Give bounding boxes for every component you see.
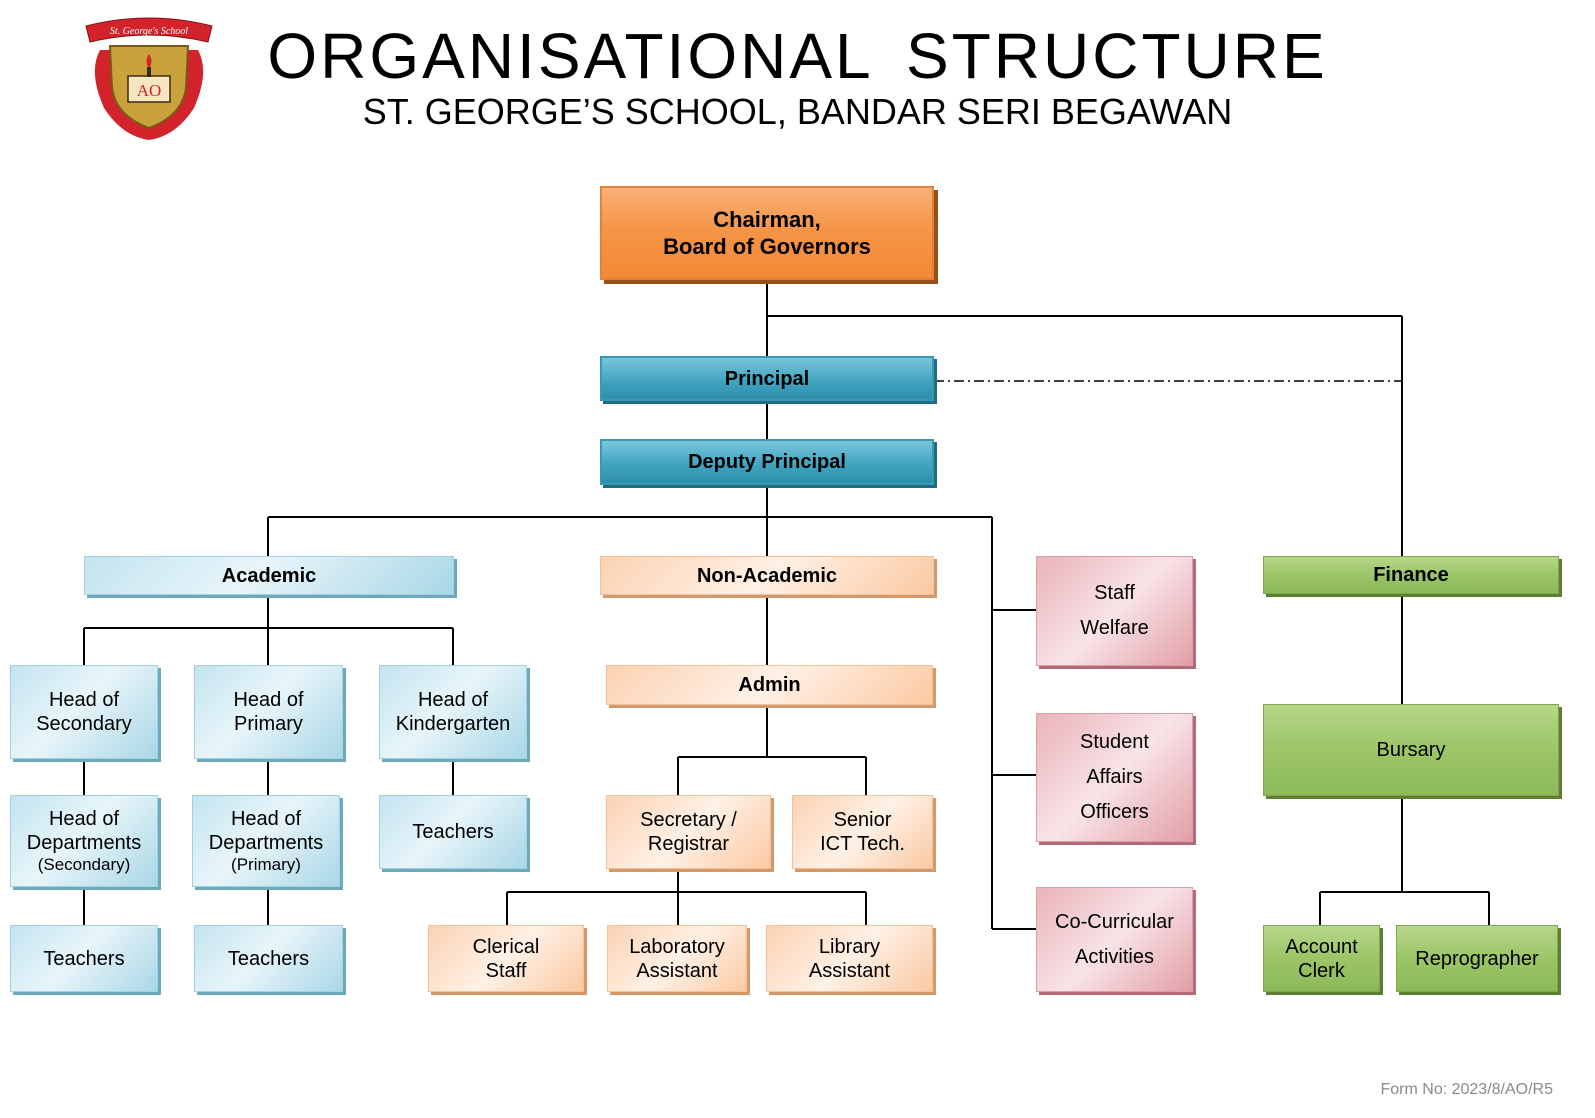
node-teachers-primary-label: Teachers [227, 947, 310, 970]
crest-ribbon-text: BRUNEI DARUSSALAM [115, 40, 182, 46]
node-secretary-registrar: Secretary / Registrar [606, 795, 771, 869]
node-deputy-principal-label: Deputy Principal [688, 451, 846, 473]
node-head-primary-line-1: Head of [233, 689, 304, 711]
node-teachers-kindergarten-label: Teachers [412, 821, 494, 843]
node-academic: Academic [84, 556, 454, 595]
crest-torch-icon [146, 54, 152, 68]
node-student-affairs-line-2: Affairs [1086, 766, 1143, 788]
node-chairman: Chairman, Board of Governors [600, 186, 934, 280]
node-clerical-line-1: Clerical [472, 935, 540, 958]
node-ict-line-2: ICT Tech. [820, 833, 905, 855]
node-principal: Principal [600, 356, 934, 401]
node-teachers-secondary: Teachers [10, 925, 158, 992]
node-staff-welfare-line-2: Welfare [1080, 617, 1149, 639]
node-clerical-staff: Clerical Staff [428, 925, 584, 992]
node-head-kindergarten-line-1: Head of [417, 689, 489, 711]
form-number: Form No: 2023/8/AO/R5 [1380, 1081, 1553, 1098]
node-secretary-line-1: Secretary / [640, 809, 737, 831]
node-non-academic: Non-Academic [600, 556, 934, 595]
node-secretary-line-2: Registrar [647, 833, 730, 855]
node-library-line-2: Assistant [808, 959, 891, 982]
node-finance-label: Finance [1373, 564, 1449, 586]
node-chairman-line-1: Chairman, [713, 207, 821, 232]
node-library-assistant: Library Assistant [766, 925, 933, 992]
node-clerical-line-2: Staff [485, 959, 527, 982]
node-bursary: Bursary [1263, 704, 1559, 796]
node-student-affairs-line-3: Officers [1080, 801, 1149, 823]
node-admin-label: Admin [738, 674, 801, 696]
node-academic-label: Academic [221, 564, 317, 587]
node-senior-ict-tech: Senior ICT Tech. [792, 795, 933, 869]
node-lab-line-1: Laboratory [629, 935, 725, 958]
node-hod-primary: Head of Departments (Primary) [192, 795, 340, 887]
node-principal-label: Principal [724, 367, 810, 390]
page-subtitle: ST. GEORGE’S SCHOOL, BANDAR SERI BEGAWAN [362, 91, 1233, 132]
node-lab-line-2: Assistant [636, 959, 718, 982]
crest-banner [85, 17, 213, 43]
school-crest-logo: St. George's School BRUNEI DARUSSALAM AO [85, 17, 213, 140]
crest-book [127, 75, 171, 103]
node-reprographer: Reprographer [1396, 925, 1558, 992]
node-staff-welfare: Staff Welfare [1036, 556, 1193, 666]
node-bursary-label: Bursary [1376, 739, 1446, 761]
node-hod-secondary-line-3: (Secondary) [37, 855, 131, 874]
node-account-clerk-line-1: Account [1285, 935, 1358, 958]
node-co-curricular-line-2: Activities [1075, 945, 1154, 968]
node-head-secondary-line-2: Secondary [36, 713, 132, 735]
node-head-secondary-line-1: Head of [48, 689, 120, 711]
node-student-affairs-officers: Student Affairs Officers [1036, 713, 1193, 842]
node-hod-secondary-line-1: Head of [48, 808, 120, 830]
node-hod-secondary-line-2: Departments [26, 832, 142, 854]
node-laboratory-assistant: Laboratory Assistant [607, 925, 747, 992]
node-student-affairs-line-1: Student [1080, 731, 1149, 753]
node-teachers-primary: Teachers [194, 925, 343, 992]
node-hod-primary-line-1: Head of [230, 808, 302, 830]
node-admin: Admin [606, 665, 933, 705]
node-head-secondary: Head of Secondary [10, 665, 158, 759]
node-head-primary-line-2: Primary [234, 713, 303, 735]
crest-letters: AO [137, 81, 162, 100]
node-head-kindergarten: Head of Kindergarten [379, 665, 527, 759]
node-account-clerk-line-2: Clerk [1298, 959, 1345, 982]
node-staff-welfare-line-1: Staff [1094, 582, 1135, 604]
page-title: ORGANISATIONAL STRUCTURE [267, 20, 1328, 92]
node-reprographer-label: Reprographer [1415, 947, 1539, 970]
node-library-line-1: Library [818, 935, 881, 958]
node-hod-primary-line-3: (Primary) [231, 855, 301, 874]
node-chairman-line-2: Board of Governors [663, 234, 871, 259]
node-hod-secondary: Head of Departments (Secondary) [10, 795, 158, 887]
node-account-clerk: Account Clerk [1263, 925, 1380, 992]
node-non-academic-label: Non-Academic [696, 564, 838, 587]
node-ict-line-1: Senior [833, 809, 892, 831]
node-head-primary: Head of Primary [194, 665, 343, 759]
node-co-curricular-activities: Co-Curricular Activities [1036, 887, 1193, 992]
node-teachers-kindergarten: Teachers [379, 795, 527, 869]
node-finance: Finance [1263, 556, 1559, 594]
node-co-curricular-line-1: Co-Curricular [1055, 910, 1174, 933]
node-deputy-principal: Deputy Principal [600, 439, 934, 485]
node-hod-primary-line-2: Departments [208, 832, 324, 854]
node-teachers-secondary-label: Teachers [43, 947, 125, 970]
node-head-kindergarten-line-2: Kindergarten [395, 713, 511, 735]
crest-banner-text: St. George's School [110, 26, 188, 37]
